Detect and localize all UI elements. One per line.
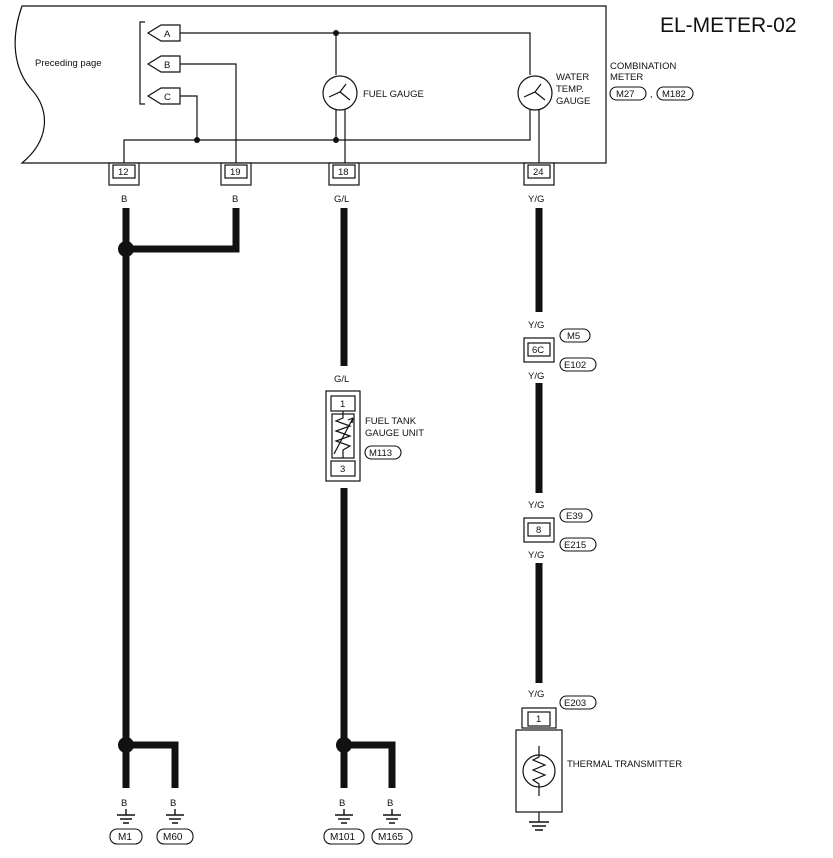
fuel-tank-gauge-unit: 1 3 — [325, 390, 361, 482]
fuel-tank-unit-label-1: FUEL TANK — [365, 416, 417, 427]
joint-connector-e39-e215: 8 — [523, 517, 555, 543]
connector-pill-e39 — [559, 508, 593, 523]
svg-text:24: 24 — [533, 167, 544, 178]
svg-text:E215: E215 — [564, 540, 586, 551]
svg-text:B: B — [164, 60, 170, 71]
wire-color-unit-top: G/L — [334, 374, 349, 385]
meter-pin-24: 24 — [523, 162, 555, 186]
connector-pill-m5 — [559, 328, 591, 343]
preceding-page-bracket — [139, 21, 145, 105]
svg-text:12: 12 — [118, 167, 129, 178]
svg-text:A: A — [164, 29, 171, 40]
wire-color-e215-bottom: Y/G — [528, 550, 544, 561]
wire-color-pin24: Y/G — [528, 194, 544, 205]
wire-color-e102-bottom: Y/G — [528, 371, 544, 382]
svg-text:19: 19 — [230, 167, 241, 178]
water-temp-gauge — [517, 75, 553, 111]
connector-pill-m182 — [656, 86, 694, 101]
water-temp-gauge-label-3: GAUGE — [556, 96, 590, 107]
water-temp-gauge-label-1: WATER — [556, 72, 589, 83]
wire-color-e203-top: Y/G — [528, 689, 544, 700]
wire-color-ground-m1: B — [121, 798, 127, 809]
fuel-gauge-label: FUEL GAUGE — [363, 89, 424, 100]
fuel-gauge — [322, 75, 358, 111]
preceding-page-label: Preceding page — [35, 58, 102, 69]
wire-fuel-sender — [336, 208, 396, 788]
wire-color-pin18: G/L — [334, 194, 349, 205]
ground-symbol-m101: M101 — [323, 809, 365, 845]
fuel-tank-unit-label-2: GAUGE UNIT — [365, 428, 424, 439]
svg-text:E203: E203 — [564, 698, 586, 709]
meter-pin-19: 19 — [220, 162, 252, 186]
svg-text:M60: M60 — [163, 832, 183, 843]
off-page-connector-a: A — [146, 24, 181, 42]
svg-text:M27: M27 — [616, 89, 634, 100]
combination-meter-label-1: COMBINATION — [610, 61, 676, 72]
wire-color-ground-m165: B — [387, 798, 393, 809]
wire-color-ground-m101: B — [339, 798, 345, 809]
svg-text:E102: E102 — [564, 360, 586, 371]
svg-text:C: C — [164, 92, 171, 103]
svg-text:M113: M113 — [369, 448, 392, 459]
svg-text:1: 1 — [536, 714, 541, 725]
diagram-title: EL-METER-02 — [660, 14, 797, 37]
combination-meter-label-2: METER — [610, 72, 643, 83]
wire-color-pin12: B — [121, 194, 127, 205]
wire-color-unit-bottom: B — [340, 491, 346, 502]
ground-symbol-m165: M165 — [371, 809, 413, 845]
off-page-connector-c: C — [146, 87, 181, 105]
connector-pill-m113 — [364, 445, 402, 460]
ground-symbol-m60: M60 — [156, 809, 194, 845]
svg-text:M182: M182 — [662, 89, 686, 100]
meter-pin-12: 12 — [108, 162, 140, 186]
svg-text:1: 1 — [340, 399, 345, 410]
svg-text:E39: E39 — [566, 511, 583, 522]
thermal-transmitter: 1 — [515, 707, 563, 831]
wire-color-e39-top: Y/G — [528, 500, 544, 511]
thermal-transmitter-label: THERMAL TRANSMITTER — [567, 759, 682, 770]
svg-text:,: , — [650, 89, 653, 100]
meter-pin-18: 18 — [328, 162, 360, 186]
ground-symbol-m1: M1 — [109, 809, 143, 845]
wire-ground-branch-m1-m60 — [118, 208, 240, 788]
wire-color-m5-top: Y/G — [528, 320, 544, 331]
svg-text:6C: 6C — [532, 345, 544, 356]
joint-connector-m5-e102: 6C — [523, 337, 555, 363]
off-page-connector-b: B — [146, 55, 181, 73]
svg-text:M165: M165 — [378, 832, 403, 843]
connector-pill-m27 — [609, 86, 647, 101]
combination-meter-outline — [14, 5, 607, 164]
connector-pill-e102 — [559, 357, 597, 372]
connector-pill-e215 — [559, 537, 597, 552]
water-temp-gauge-label-2: TEMP. — [556, 84, 584, 95]
svg-text:M1: M1 — [118, 832, 132, 843]
svg-text:8: 8 — [536, 525, 541, 536]
internal-wiring — [123, 30, 540, 163]
svg-text:M101: M101 — [330, 832, 355, 843]
wire-color-pin19: B — [232, 194, 238, 205]
svg-text:18: 18 — [338, 167, 349, 178]
wire-color-ground-m60: B — [170, 798, 176, 809]
svg-text:M5: M5 — [567, 331, 580, 342]
connector-pill-e203 — [559, 695, 597, 710]
svg-text:3: 3 — [340, 464, 345, 475]
